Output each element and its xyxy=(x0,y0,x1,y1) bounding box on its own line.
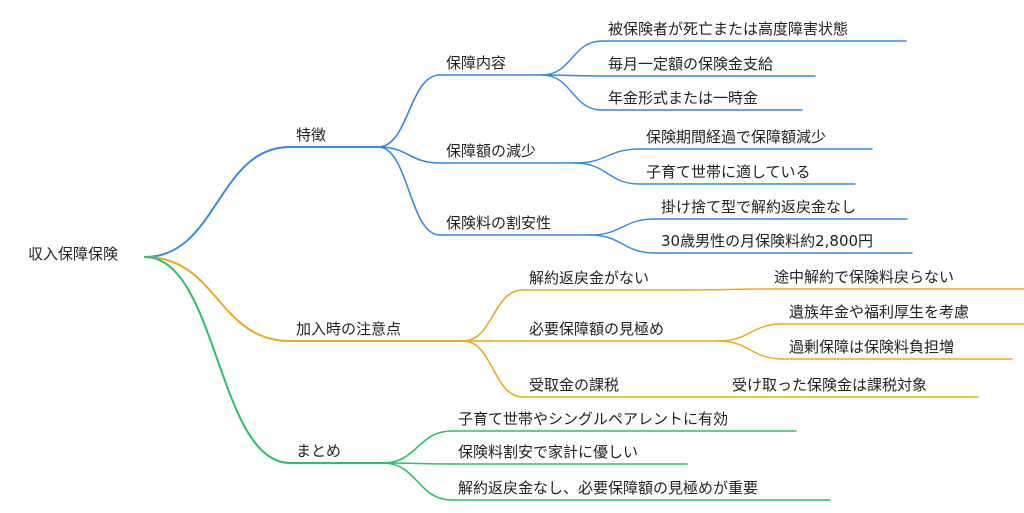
leaf-node: 年金形式または一時金 xyxy=(608,89,759,107)
leaf-connector xyxy=(686,288,769,291)
branch-node: 特徴 xyxy=(296,126,327,144)
subtopic-connector xyxy=(462,340,524,398)
leaf-node: 被保険者が死亡または高度障害状態 xyxy=(608,20,849,38)
subtopic-node: 子育て世帯やシングルペアレントに有効 xyxy=(458,410,729,428)
leaf-node: 過剰保障は保険料負担増 xyxy=(789,338,955,356)
root-node: 収入保障保険 xyxy=(28,245,119,263)
subtopic-connector xyxy=(377,74,441,148)
subtopic-node: 保険料の割安性 xyxy=(446,214,552,232)
subtopic-node: 保障額の減少 xyxy=(446,142,537,160)
subtopic-node: 解約返戻金なし、必要保障額の見極めが重要 xyxy=(458,479,759,497)
subtopic-connector xyxy=(382,462,453,465)
leaf-connector xyxy=(717,340,784,360)
subtopic-node: 保障内容 xyxy=(446,54,507,72)
subtopic-node: 解約返戻金がない xyxy=(529,269,650,287)
leaf-node: 受け取った保険金は課税対象 xyxy=(732,376,928,394)
branch-connector-0 xyxy=(144,146,291,258)
branch-node: まとめ xyxy=(296,442,342,460)
leaf-connector xyxy=(574,148,641,164)
leaf-node: 毎月一定額の保険金支給 xyxy=(608,55,774,73)
subtopic-node: 受取金の課税 xyxy=(529,376,620,394)
subtopic-node: 保険料割安で家計に優しい xyxy=(458,443,639,461)
leaf-connector xyxy=(541,74,603,111)
leaf-node: 30歳男性の月保険料約2,800円 xyxy=(661,232,874,250)
leaf-node: 途中解約で保険料戻らない xyxy=(774,268,955,286)
leaf-node: 掛け捨て型で解約返戻金なし xyxy=(661,198,857,216)
leaf-connector xyxy=(717,323,784,342)
leaf-connector xyxy=(574,162,641,185)
subtopic-connector xyxy=(377,146,441,236)
subtopic-connector xyxy=(382,462,453,501)
leaf-connector xyxy=(589,234,656,254)
subtopic-connector xyxy=(382,430,453,464)
branch-connector-1 xyxy=(144,256,291,342)
branch-connector-2 xyxy=(144,256,291,464)
leaf-connector xyxy=(589,218,656,236)
subtopic-connector xyxy=(462,289,524,342)
leaf-node: 子育て世帯に適している xyxy=(646,163,811,181)
leaf-node: 保険期間経過で保障額減少 xyxy=(646,128,827,146)
subtopic-node: 必要保障額の見極め xyxy=(529,320,665,338)
subtopic-connector xyxy=(377,146,441,164)
leaf-node: 遺族年金や福利厚生を考慮 xyxy=(789,303,970,321)
branch-node: 加入時の注意点 xyxy=(296,320,402,338)
leaf-connector xyxy=(541,40,603,76)
